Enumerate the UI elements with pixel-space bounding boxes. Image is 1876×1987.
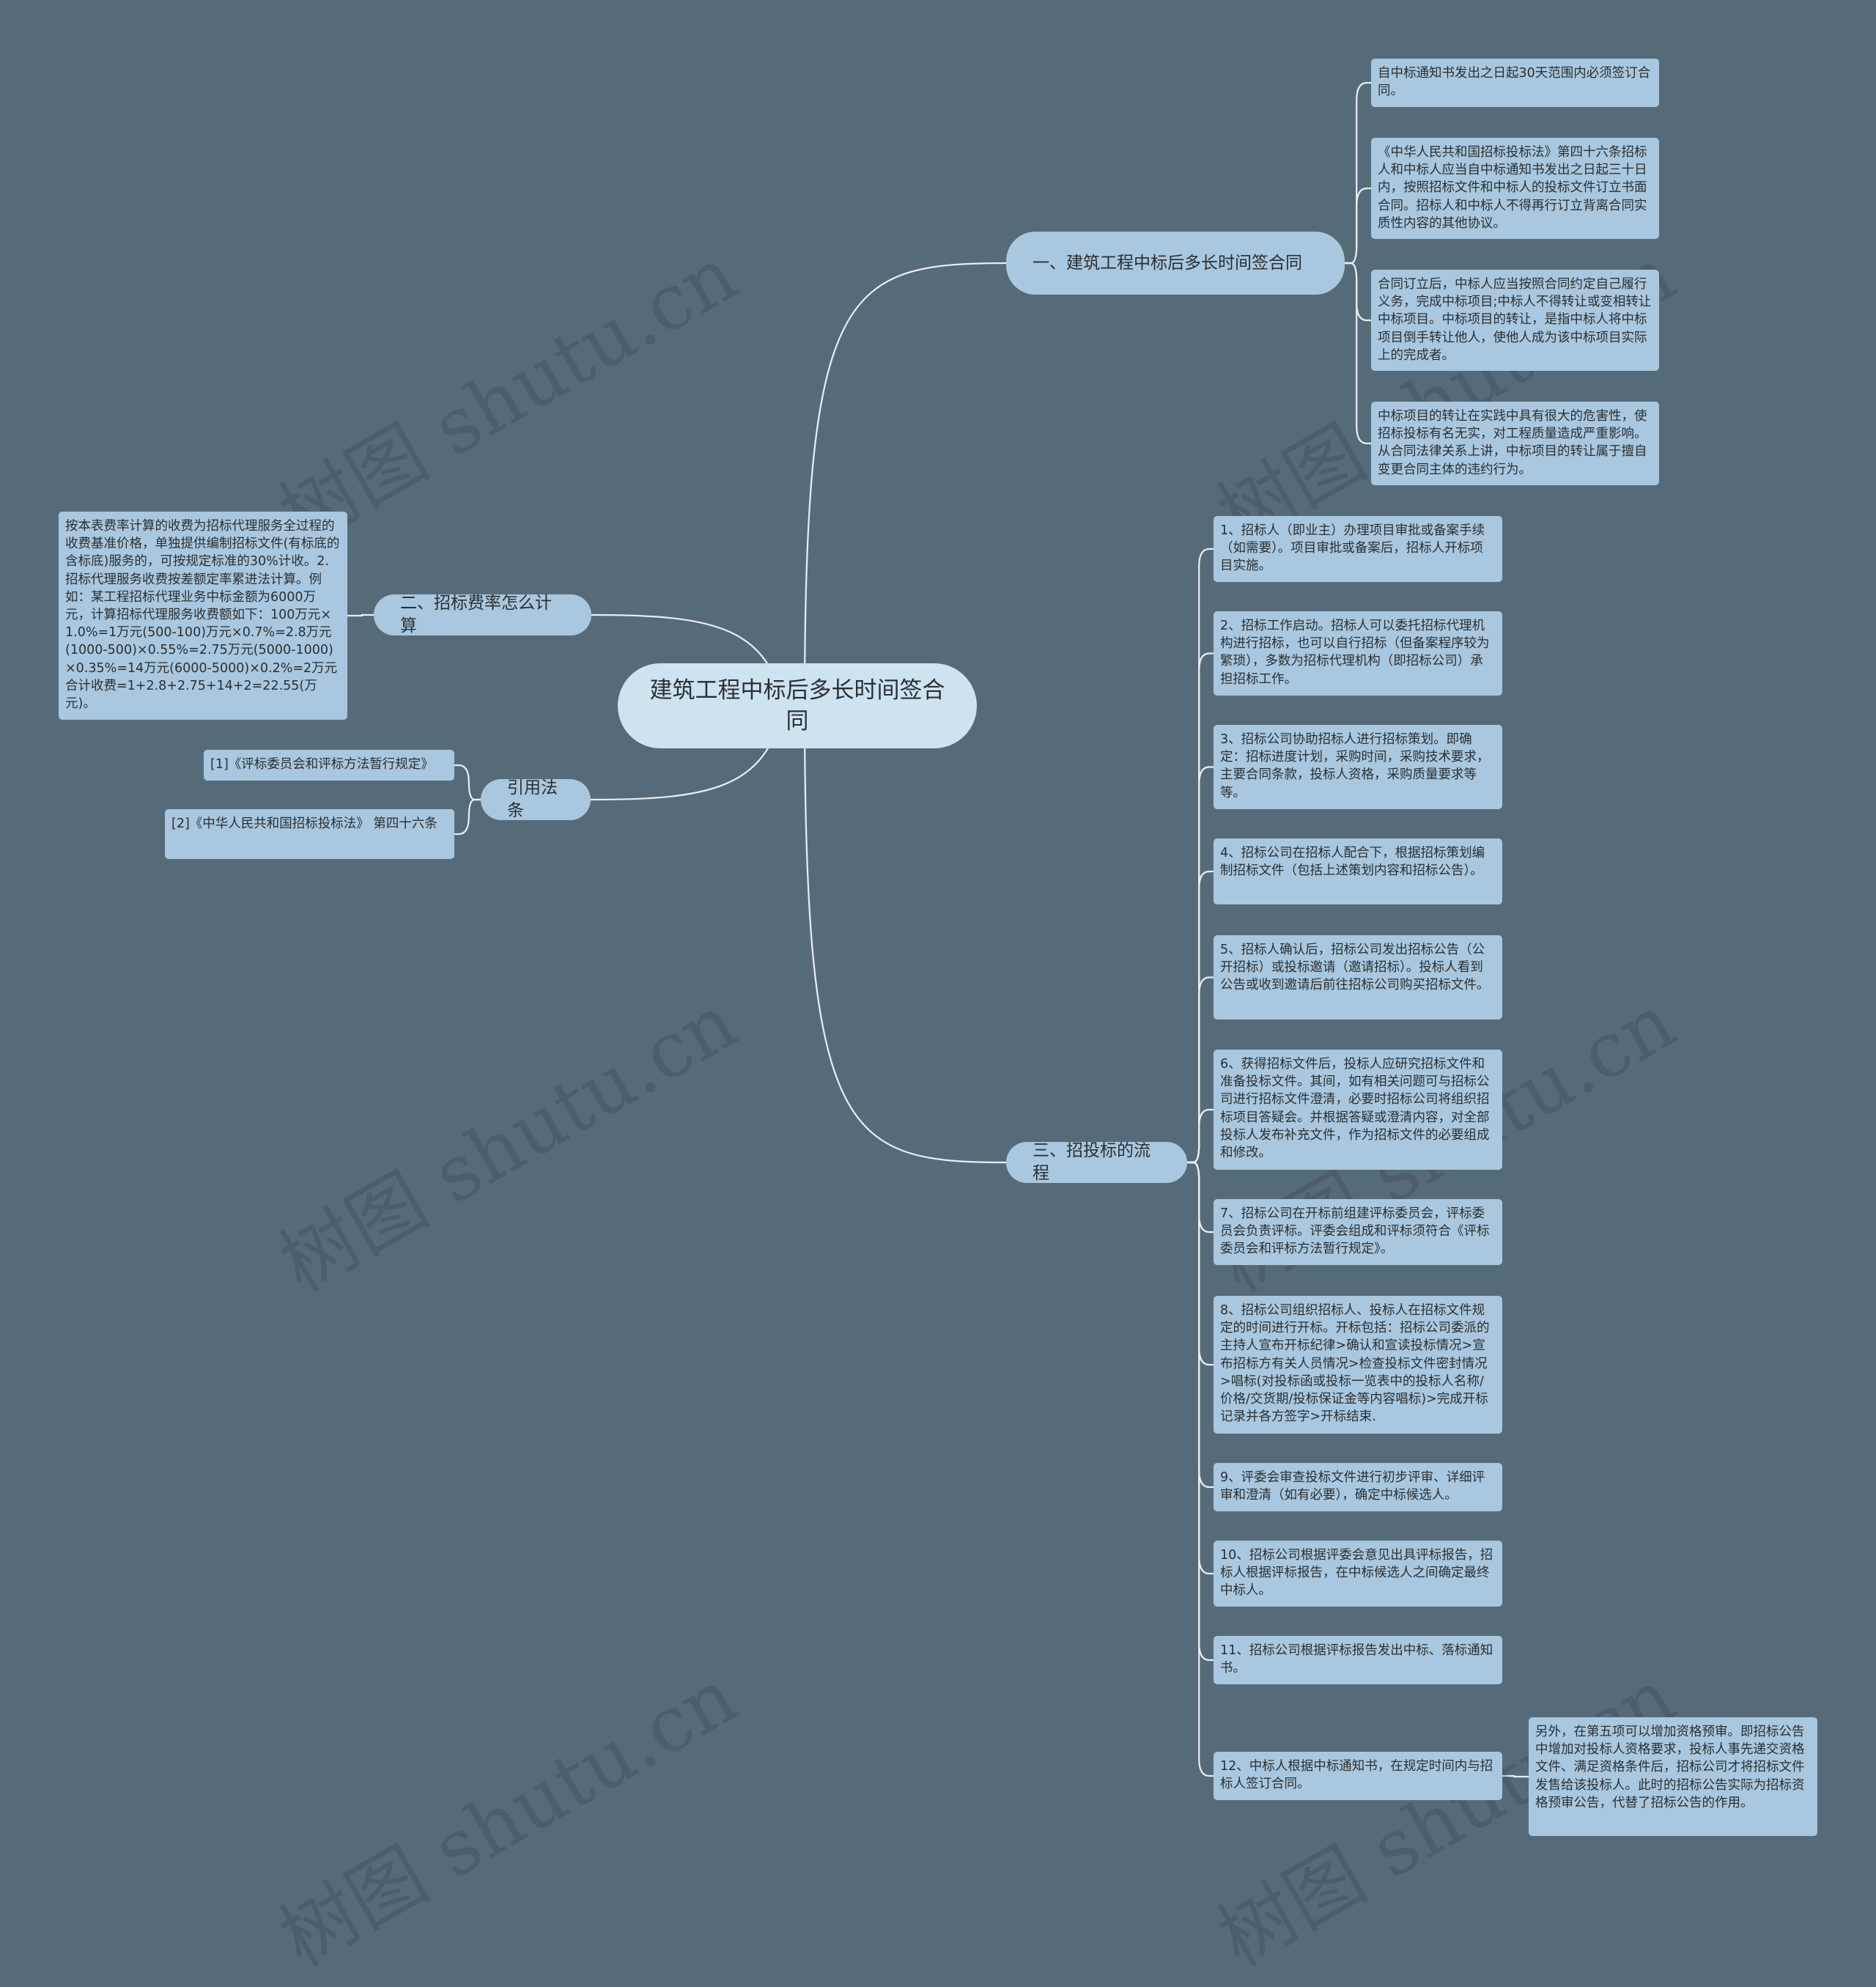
branch-bidding-process[interactable]: 三、招投标的流程 [1006,1141,1187,1183]
branch-cited-laws[interactable]: 引用法条 [481,778,591,820]
edge-branch-bidding-process-1 [1187,652,1214,1164]
leaf-b4-7[interactable]: 7、招标公司在开标前组建评标委员会，评标委员会负责评标。评委会组成和评标须符合《… [1214,1199,1502,1265]
mindmap-canvas: 树图 shutu.cn 树图 shutu.cn 树图 shutu.cn 树图 s… [59,59,1817,1983]
leaf-b4-9[interactable]: 9、评委会审查投标文件进行初步评审、详细评审和澄清（如有必要），确定中标候选人。 [1214,1463,1502,1511]
branch-fee-calculation[interactable]: 二、招标费率怎么计算 [374,594,591,635]
edge-branch-fee-calculation-0 [347,613,374,617]
leaf-b4-4[interactable]: 4、招标公司在招标人配合下，根据招标策划编制招标文件（包括上述策划内容和招标公告… [1214,838,1502,904]
leaf-b4-12[interactable]: 12、中标人根据中标通知书，在规定时间内与招标人签订合同。 [1214,1752,1502,1800]
root-node[interactable]: 建筑工程中标后多长时间签合同 [618,663,977,748]
edge-branch-bidding-process-0 [1187,548,1214,1164]
edge-branch-bidding-process-11 [1187,1161,1214,1777]
leaf-b4-10[interactable]: 10、招标公司根据评委会意见出具评标报告，招标人根据评标报告，在中标候选人之间确… [1214,1541,1502,1607]
leaf-b4-11[interactable]: 11、招标公司根据评标报告发出中标、落标通知书。 [1214,1636,1502,1684]
leaf-b4-6[interactable]: 6、获得招标文件后，投标人应研究招标文件和准备投标文件。其间，如有相关问题可与招… [1214,1050,1502,1170]
leaf-b4-3[interactable]: 3、招标公司协助招标人进行招标策划。即确定：招标进度计划，采购时间，采购技术要求… [1214,725,1502,809]
edge-root-branch-sign-contract-time [803,262,1007,707]
branch-sign-contract-time[interactable]: 一、建筑工程中标后多长时间签合同 [1006,232,1345,295]
edge-branch-cited-laws-0 [454,764,481,801]
edge-branch-bidding-process-8 [1187,1161,1214,1489]
edge-branch-cited-laws-1 [454,798,481,836]
leaf-b1-3[interactable]: 合同订立后，中标人应当按照合同约定自己履行义务，完成中标项目;中标人不得转让或变… [1371,270,1659,371]
leaf-b4-1[interactable]: 1、招标人（即业主）办理项目审批或备案手续（如需要）。项目审批或备案后，招标人开… [1214,516,1502,582]
edge-branch-sign-contract-time-1 [1345,187,1371,265]
leaf-b3-2[interactable]: [2]《中华人民共和国招标投标法》 第四十六条 [165,809,454,859]
edge-branch-bidding-process-2 [1187,766,1214,1164]
leaf-b3-1[interactable]: [1]《评标委员会和评标方法暂行规定》 [204,750,454,781]
edge-branch-bidding-process-7 [1187,1161,1214,1366]
leaf-b4-8[interactable]: 8、招标公司组织招标人、投标人在招标文件规定的时间进行开标。开标包括：招标公司委… [1214,1296,1502,1434]
edge-branch-sign-contract-time-2 [1345,262,1371,322]
leaf-b4-12-note[interactable]: 另外，在第五项可以增加资格预审。即招标公告中增加对投标人资格要求，投标人事先递交… [1529,1717,1817,1836]
edge-branch-bidding-process-4 [1187,976,1214,1164]
leaf-b4-2[interactable]: 2、招标工作启动。招标人可以委托招标代理机构进行招标，也可以自行招标（但备案程序… [1214,611,1502,696]
leaf-b1-4[interactable]: 中标项目的转让在实践中具有很大的危害性，使招标投标有名无实，对工程质量造成严重影… [1371,402,1659,485]
edge-branch-bidding-process-10 [1187,1161,1214,1662]
edge-branch-sign-contract-time-0 [1345,81,1371,265]
edge-root-branch-bidding-process [803,705,1007,1164]
edge-branch-bidding-process-6 [1187,1161,1214,1234]
leaf-b4-5[interactable]: 5、招标人确认后，招标公司发出招标公告（公开招标）或投标邀请（邀请招标）。投标人… [1214,935,1502,1020]
edge-branch-bidding-process-5 [1187,1108,1214,1164]
leaf-b2-1[interactable]: 按本表费率计算的收费为招标代理服务全过程的收费基准价格，单独提供编制招标文件(有… [59,512,347,720]
leaf-b1-2[interactable]: 《中华人民共和国招标投标法》第四十六条招标人和中标人应当自中标通知书发出之日起三… [1371,138,1659,239]
edge-branch-sign-contract-time-3 [1345,262,1371,445]
edge-leaf-b4-12-0 [1502,1774,1529,1778]
leaf-b1-1[interactable]: 自中标通知书发出之日起30天范围内必须签订合同。 [1371,59,1659,107]
connector-lines [347,81,1529,1778]
